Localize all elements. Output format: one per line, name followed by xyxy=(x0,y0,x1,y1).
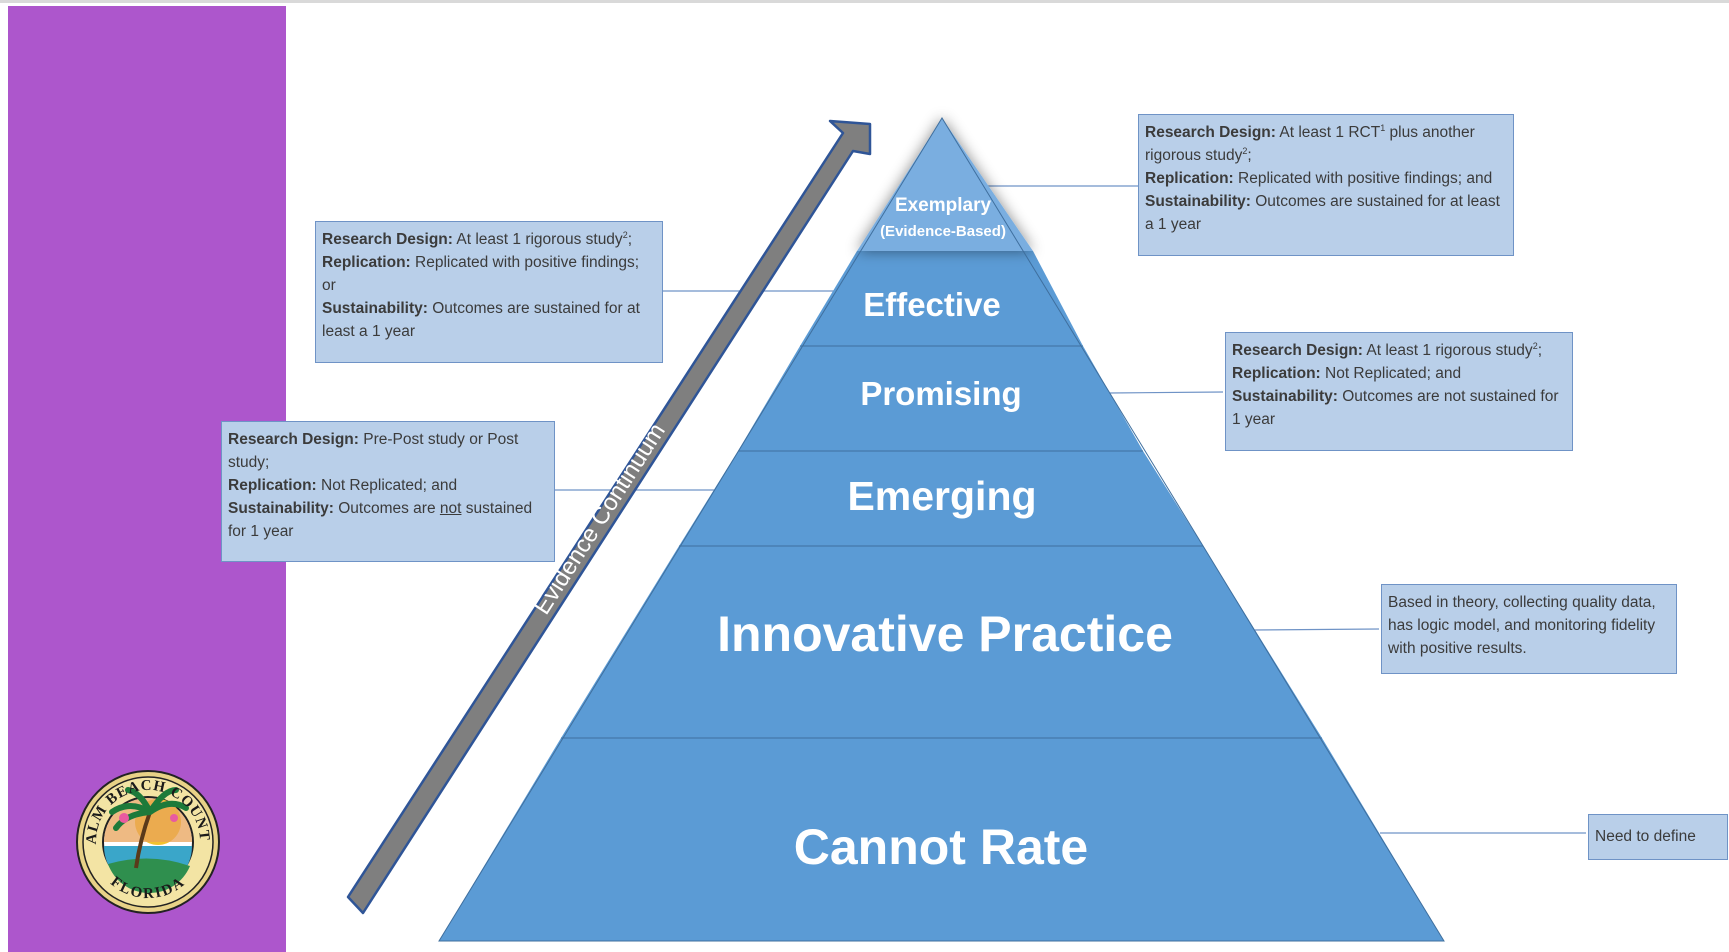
box-text: Outcomes are not sustained for 1 year xyxy=(1232,388,1559,428)
box-label: Research Design: xyxy=(1232,342,1363,359)
box-text: Replicated with positive findings; xyxy=(410,254,640,271)
level-label-emerging: Emerging xyxy=(847,473,1036,519)
box-label: Replication: xyxy=(1232,365,1321,382)
box-label: Research Design: xyxy=(1145,124,1276,141)
box-text: plus another rigorous study xyxy=(1145,124,1475,164)
box-text: ; xyxy=(1537,342,1543,359)
box-text: At least 1 rigorous study xyxy=(452,231,623,248)
box-label: Replication: xyxy=(1145,170,1234,187)
pyramid-level-effective xyxy=(800,251,1083,346)
box-text: Need to define xyxy=(1595,828,1696,845)
box-label: Sustainability: xyxy=(1232,388,1338,405)
box-label: Sustainability: xyxy=(322,300,428,317)
box-text: At least 1 RCT xyxy=(1275,124,1381,141)
box-text: Not Replicated; and xyxy=(316,477,458,494)
box-text: sustained for 1 year xyxy=(228,500,533,540)
box-text: Not Replicated; and xyxy=(1320,365,1462,382)
box-label: Replication: xyxy=(228,477,317,494)
box-text: Outcomes are xyxy=(333,500,440,517)
box-text: ; xyxy=(627,231,633,248)
pyramid-level-promising xyxy=(738,346,1143,451)
description-box-innovative-practice: Based in theory, collecting quality data… xyxy=(1381,584,1677,674)
level-label-promising: Promising xyxy=(860,375,1021,412)
box-text-emphasis: not xyxy=(439,500,462,517)
box-text: Outcomes are sustained for at least a 1 … xyxy=(1145,193,1500,233)
pyramid-level-innovative-practice xyxy=(561,546,1322,738)
level-label-cannot-rate: Cannot Rate xyxy=(794,819,1088,875)
description-box-exemplary: Research Design: At least 1 RCT1 plus an… xyxy=(1138,114,1514,256)
box-text: or xyxy=(322,277,336,294)
level-label-effective: Effective xyxy=(863,286,1001,323)
box-label: Sustainability: xyxy=(228,500,334,517)
description-box-cannot-rate: Need to define xyxy=(1588,814,1728,860)
description-box-emerging: Research Design: Pre-Post study or Post … xyxy=(221,421,555,562)
box-text: Outcomes are sustained for at least a 1 … xyxy=(322,300,640,340)
box-text: Based in theory, collecting quality data… xyxy=(1388,594,1656,657)
footnote-marker: 2 xyxy=(622,229,628,240)
description-box-effective: Research Design: At least 1 rigorous stu… xyxy=(315,221,663,363)
pyramid-level-emerging xyxy=(679,451,1203,546)
palm-beach-county-logo: PALM BEACH COUNTY FLORIDA xyxy=(0,0,220,914)
logo-top-text: PALM BEACH COUNTY xyxy=(0,0,211,845)
level-sublabel-exemplary: (Evidence-Based) xyxy=(880,223,1006,240)
level-label-exemplary: Exemplary xyxy=(895,195,992,216)
footnote-marker: 2 xyxy=(1242,145,1248,156)
top-border xyxy=(0,0,1729,3)
connector-lines xyxy=(553,185,1586,834)
pyramid-dividers xyxy=(561,345,1322,739)
box-text: Pre-Post study or Post study; xyxy=(228,431,519,471)
description-box-promising: Research Design: At least 1 rigorous stu… xyxy=(1225,332,1573,451)
pyramid-level-exemplary xyxy=(857,118,1033,251)
box-label: Research Design: xyxy=(228,431,359,448)
pyramid-level-cannot-rate xyxy=(439,738,1444,941)
box-label: Sustainability: xyxy=(1145,193,1251,210)
svg-text:PALM BEACH COUNTY: PALM BEACH COUNTY xyxy=(0,0,212,845)
box-text: ; xyxy=(1247,147,1252,164)
pyramid-outline xyxy=(438,117,1445,942)
box-text: At least 1 rigorous study xyxy=(1362,342,1533,359)
box-label: Replication: xyxy=(322,254,411,271)
level-label-innovative-practice: Innovative Practice xyxy=(717,606,1173,662)
box-text: Replicated with positive findings; and xyxy=(1233,170,1493,187)
footnote-marker: 2 xyxy=(1532,340,1538,351)
footnote-marker: 1 xyxy=(1380,122,1386,133)
box-label: Research Design: xyxy=(322,231,453,248)
